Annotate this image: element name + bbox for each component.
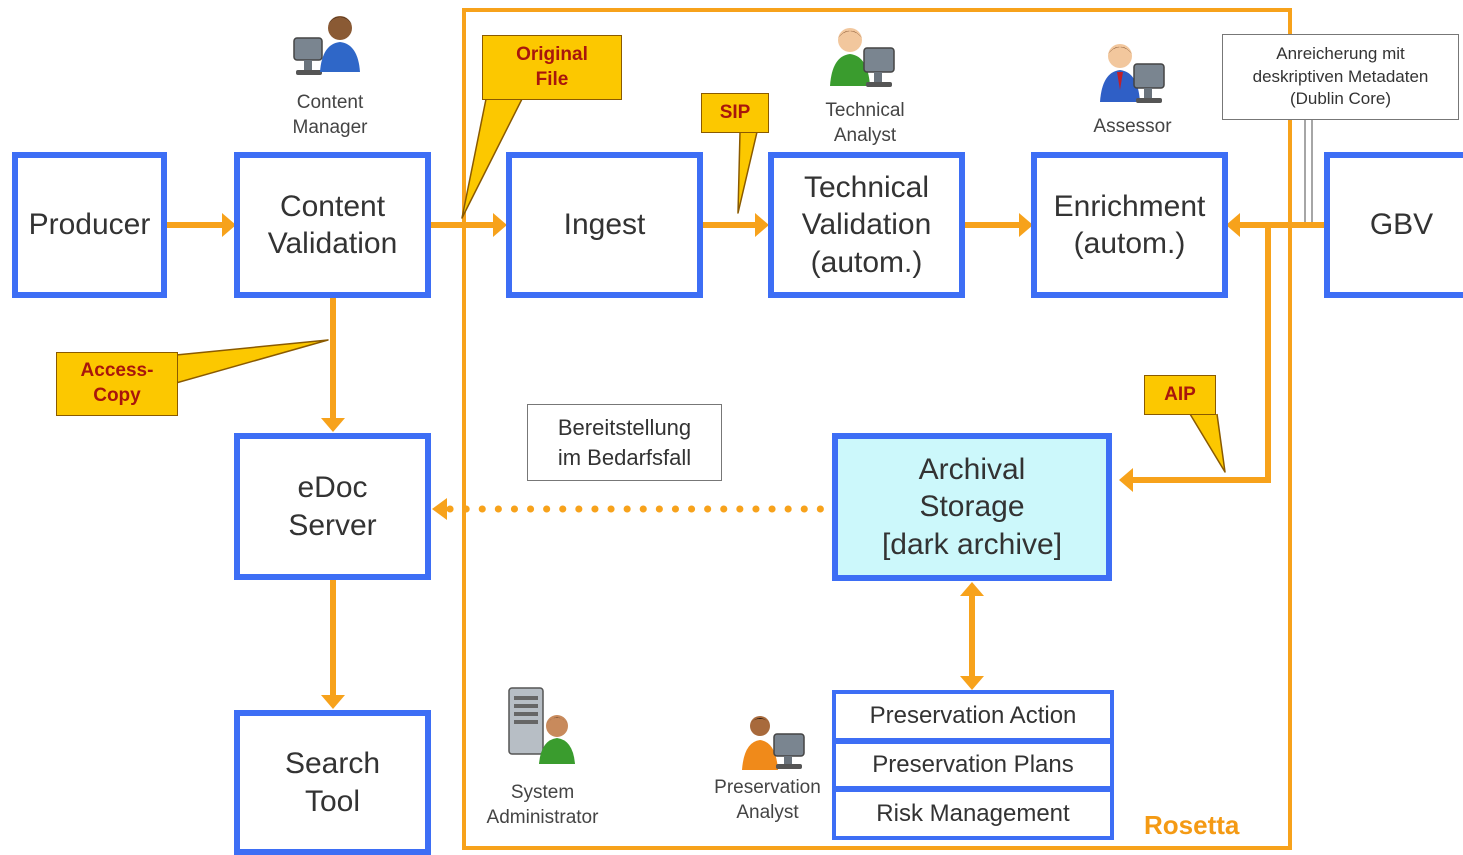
- archival-storage-box: Archival Storage [dark archive]: [832, 433, 1112, 581]
- role-technical-analyst: Technical Analyst: [825, 100, 905, 146]
- metadata-note: Anreicherung mit deskriptiven Metadaten …: [1222, 34, 1459, 120]
- edoc-server-box: eDoc Server: [234, 433, 431, 580]
- rosetta-container: [462, 8, 1292, 850]
- preservation-action-box: Preservation Action: [832, 690, 1114, 742]
- preservation-plans-box: Preservation Plans: [832, 740, 1114, 790]
- access-copy-callout: Access- Copy: [56, 352, 178, 416]
- enrichment-box: Enrichment (autom.): [1031, 152, 1228, 298]
- technical-analyst-icon: [830, 28, 895, 87]
- search-tool-box: Search Tool: [234, 710, 431, 855]
- role-system-administrator: System Administrator: [486, 782, 599, 828]
- producer-box: Producer: [12, 152, 167, 298]
- role-preservation-analyst: Preservation Analyst: [714, 777, 821, 823]
- role-content-manager: Content Manager: [292, 92, 368, 138]
- content-manager-icon: [293, 16, 360, 75]
- sip-callout: SIP: [701, 93, 769, 133]
- original-file-callout: Original File: [482, 35, 622, 100]
- provision-note: Bereitstellung im Bedarfsfall: [527, 404, 722, 481]
- aip-callout: AIP: [1144, 375, 1216, 415]
- ingest-box: Ingest: [506, 152, 703, 298]
- risk-management-box: Risk Management: [832, 788, 1114, 840]
- access-copy-callout-tail: [175, 339, 329, 384]
- aip-callout-tail: [1189, 413, 1226, 473]
- gbv-box: GBV: [1324, 152, 1463, 298]
- role-assessor: Assessor: [1093, 116, 1172, 137]
- original-file-callout-tail: [461, 98, 523, 219]
- preservation-analyst-icon: [742, 716, 805, 770]
- assessor-icon: [1100, 44, 1165, 103]
- technical-validation-box: Technical Validation (autom.): [768, 152, 965, 298]
- rosetta-label: Rosetta: [1144, 810, 1240, 840]
- content-validation-box: Content Validation: [234, 152, 431, 298]
- sip-callout-tail: [737, 131, 758, 214]
- system-administrator-icon: [508, 687, 575, 764]
- arrow-enrichment-to-archival: [1133, 222, 1271, 483]
